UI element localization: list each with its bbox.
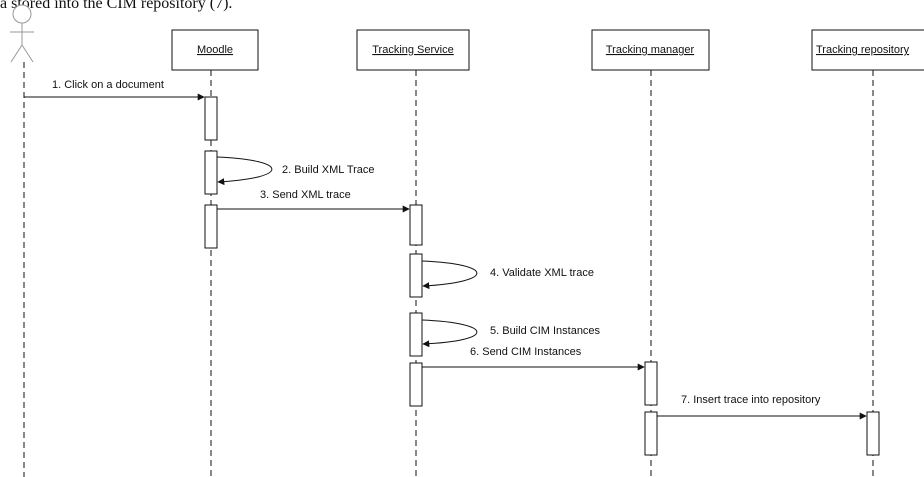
- message-2: 2. Build XML Trace: [216, 156, 375, 186]
- message-1-label: 1. Click on a document: [52, 79, 164, 91]
- participant-tracking-service: Tracking Service: [356, 29, 470, 71]
- message-4: 4. Validate XML trace: [421, 260, 594, 290]
- participant-tracking-manager: Tracking manager: [591, 29, 710, 71]
- participant-tracking-manager-label: Tracking manager: [606, 44, 695, 56]
- message-6: 6. Send CIM Instances: [422, 346, 645, 371]
- message-2-label: 2. Build XML Trace: [282, 164, 375, 176]
- tracking-service-activation-2: [409, 253, 423, 298]
- message-1: 1. Click on a document: [24, 79, 205, 101]
- participant-tracking-repository: Tracking repository: [811, 29, 924, 71]
- participant-moodle: Moodle: [171, 29, 259, 71]
- message-3-label: 3. Send XML trace: [260, 189, 351, 201]
- message-4-label: 4. Validate XML trace: [490, 267, 594, 279]
- tracking-repository-activation-1: [866, 411, 880, 456]
- moodle-activation-3: [204, 204, 218, 249]
- message-6-label: 6. Send CIM Instances: [470, 346, 582, 358]
- tracking-manager-activation-2: [644, 411, 658, 456]
- moodle-activation-2: [204, 150, 218, 195]
- participant-tracking-service-label: Tracking Service: [372, 44, 454, 56]
- tracking-manager-activation-1: [644, 361, 658, 406]
- message-7-label: 7. Insert trace into repository: [681, 394, 821, 406]
- message-7: 7. Insert trace into repository: [657, 394, 867, 420]
- tracking-service-activation-1: [409, 204, 423, 246]
- caption-fragment: a stored into the CIM repository (7).: [0, 0, 233, 12]
- message-5: 5. Build CIM Instances: [421, 319, 601, 348]
- message-3: 3. Send XML trace: [217, 189, 410, 213]
- tracking-service-activation-4: [409, 362, 423, 407]
- moodle-activation-1: [204, 96, 218, 141]
- participant-tracking-repository-label: Tracking repository: [816, 44, 910, 56]
- actor-stick-figure-icon: [10, 4, 34, 63]
- participant-moodle-label: Moodle: [197, 44, 233, 56]
- message-5-label: 5. Build CIM Instances: [490, 325, 601, 337]
- tracking-service-activation-3: [409, 312, 423, 357]
